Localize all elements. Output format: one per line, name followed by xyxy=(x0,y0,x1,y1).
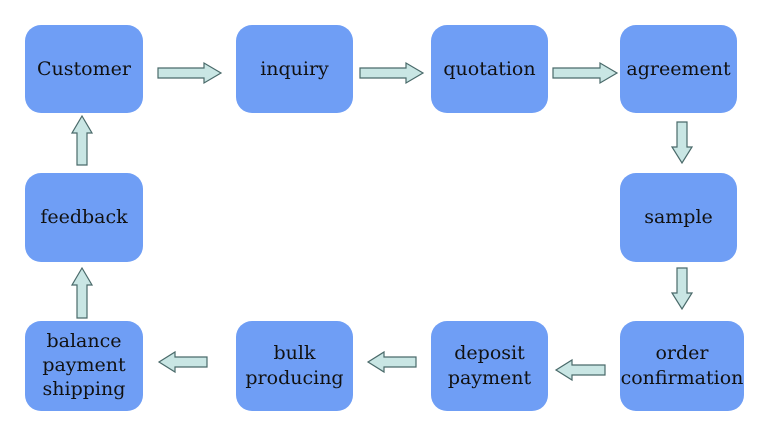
arrow-quotation-to-agreement xyxy=(552,61,619,85)
node-inquiry-label: inquiry xyxy=(260,57,329,80)
node-agreement: agreement xyxy=(620,25,737,113)
arrow-sample-to-order-confirmation xyxy=(670,267,694,311)
node-inquiry: inquiry xyxy=(236,25,353,113)
node-feedback-label: feedback xyxy=(40,206,128,229)
arrow-bulk-producing-to-balance-payment-shipping xyxy=(157,350,208,374)
arrow-agreement-to-sample xyxy=(670,121,694,165)
node-bulk-producing: bulk producing xyxy=(236,321,353,411)
node-customer: Customer xyxy=(25,25,143,113)
node-quotation: quotation xyxy=(431,25,548,113)
node-quotation-label: quotation xyxy=(443,57,536,80)
node-balance-payment-shipping-label: balance payment shipping xyxy=(42,330,126,400)
arrow-customer-to-inquiry xyxy=(157,61,223,85)
arrow-balance-payment-shipping-to-feedback xyxy=(70,266,94,319)
node-order-confirmation: order confirmation xyxy=(620,321,744,411)
arrow-order-confirmation-to-deposit-payment xyxy=(554,358,606,382)
arrow-deposit-payment-to-bulk-producing xyxy=(366,350,417,374)
node-sample: sample xyxy=(620,173,737,262)
node-bulk-producing-label: bulk producing xyxy=(245,342,344,389)
node-deposit-payment: deposit payment xyxy=(431,321,548,411)
arrow-feedback-to-customer xyxy=(70,114,94,166)
node-deposit-payment-label: deposit payment xyxy=(447,342,532,389)
arrow-inquiry-to-quotation xyxy=(359,61,425,85)
node-sample-label: sample xyxy=(644,206,713,229)
node-order-confirmation-label: order confirmation xyxy=(620,342,744,389)
node-agreement-label: agreement xyxy=(626,57,731,80)
node-balance-payment-shipping: balance payment shipping xyxy=(25,321,143,411)
node-customer-label: Customer xyxy=(37,57,131,80)
node-feedback: feedback xyxy=(25,173,143,262)
